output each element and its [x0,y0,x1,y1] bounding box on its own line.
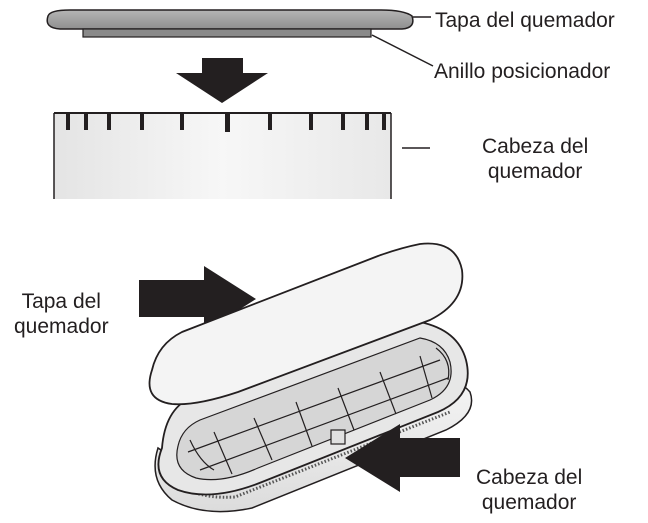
burner-cap-label: Tapa del quemador [435,8,615,33]
burner-cap-label-text: Tapa del quemador [435,9,615,32]
left-arrow-icon [345,424,460,492]
oval-burner-head [154,319,473,513]
burner-cap-side-view [46,9,414,30]
burner-head-side-view [53,112,392,199]
positioning-ring-side-view [82,28,372,38]
positioning-ring-label-text: Anillo posicionador [434,60,611,83]
oval-head-label-line2: quemador [481,491,577,514]
oval-cap-label-line2: quemador [14,315,109,338]
oval-head-label: Cabeza del quemador [476,465,582,515]
oval-cap-label: Tapa del quemador [14,289,109,339]
burner-head-label: Cabeza del quemador [482,134,588,184]
oval-burner-cap [148,242,464,406]
positioning-ring-label: Anillo posicionador [434,59,610,84]
down-arrow-icon [176,58,268,103]
burner-head-ports [66,113,386,132]
burner-head-label-line1: Cabeza del [482,135,589,158]
ring-leader-line [371,34,434,67]
oval-cap-label-line1: Tapa del [21,290,101,313]
burner-head-label-line2: quemador [487,160,583,183]
oval-head-label-line1: Cabeza del [476,466,583,489]
